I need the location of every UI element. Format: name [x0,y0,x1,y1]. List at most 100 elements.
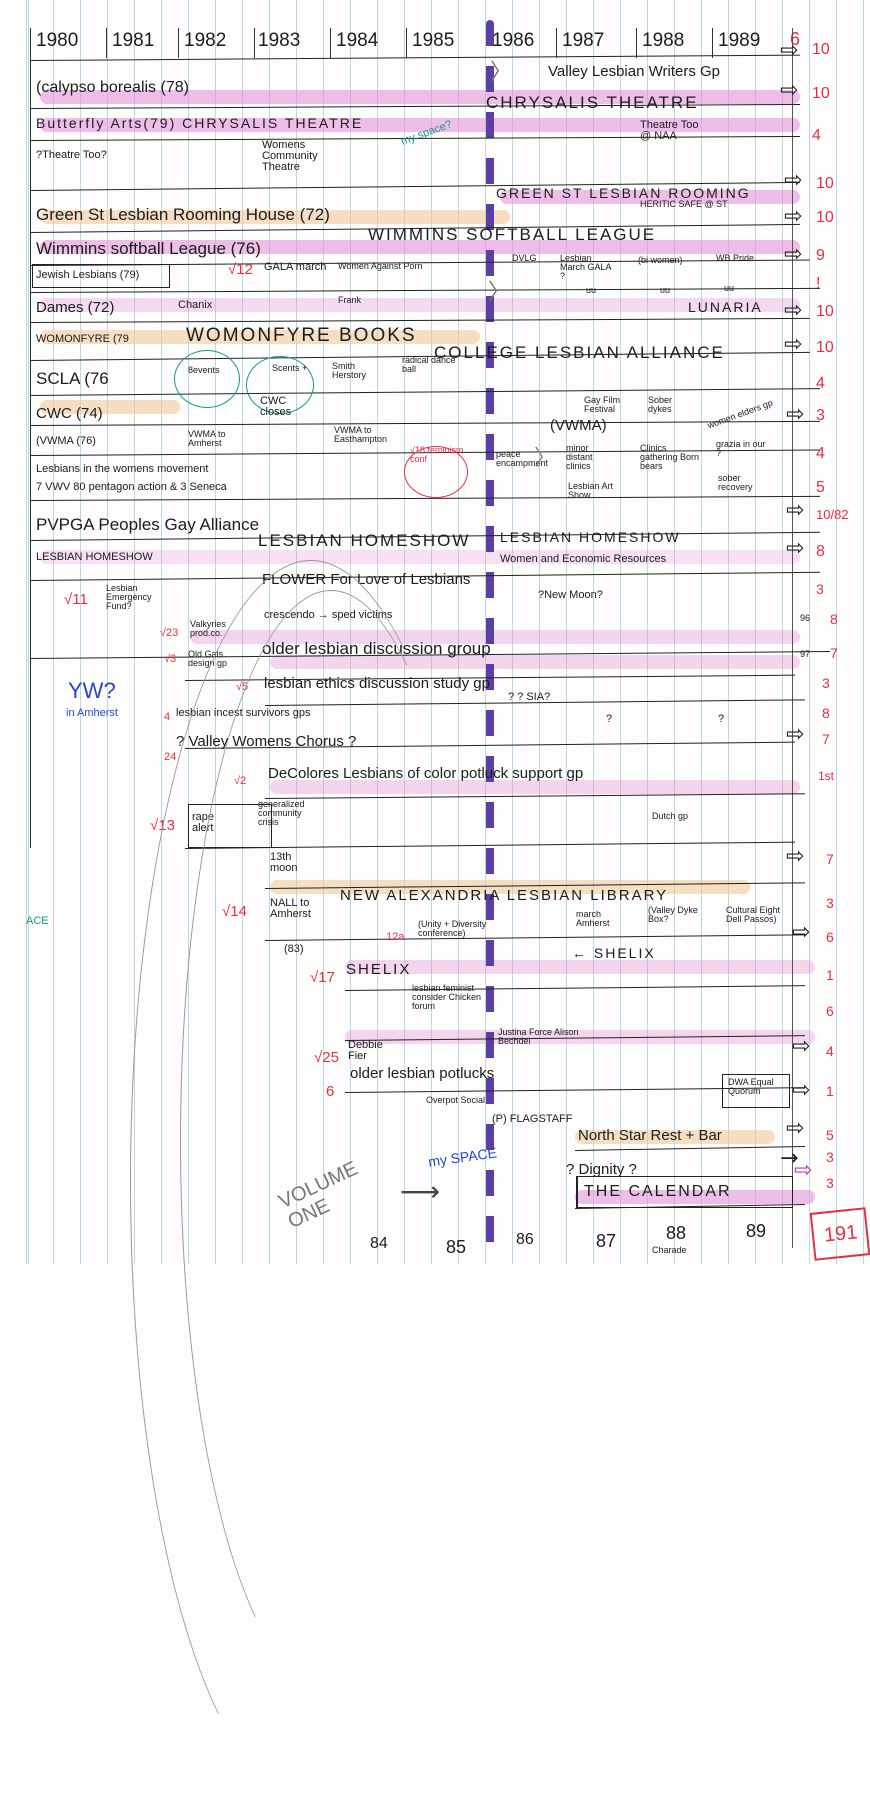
year-1985: 1985 [412,30,455,51]
row4-label: Green St Lesbian Rooming House (72) [36,205,330,224]
row10-later2: Sober dykes [648,395,673,414]
row6-mid1: GALA march [264,261,327,273]
row18-count: 7 [830,645,838,661]
row1-count: 10 [812,41,830,58]
row9-label: SCLA (76 [36,369,109,388]
tick [254,28,255,58]
row1-later: Valley Lesbian Writers Gp [548,63,721,80]
row32-count: 3 [826,1149,834,1165]
row6-later1: DVLG [512,253,537,263]
row27-count: 1 [826,967,834,983]
row2-count: 10 [812,85,830,102]
row16-label: Lesbian Emergency Fund? [106,583,152,611]
highlight [40,550,800,564]
total-count: 191 [822,1221,859,1247]
row12-red: √18 feminism conf [410,445,464,464]
row30-count: 1 [826,1083,834,1099]
row12-mid: peace encampment [496,449,549,468]
row5-count: 10 [816,209,834,226]
box [576,1176,793,1208]
row28-count: 6 [826,1003,834,1019]
row4-count: 10 [816,175,834,192]
row20-count: 8 [822,705,830,721]
arrow-right-icon: ⇨ [784,242,803,267]
row7-count: 10 [816,303,834,320]
row26-later2: (Valley Dyke Box? [648,905,698,924]
row26-later1: march Amherst [576,909,610,928]
pencil-curve [130,560,492,1802]
highlight [40,400,180,414]
row30-later: DWA Equal Quorum [728,1077,774,1096]
row29-later: Justina Force Alison Bechdel [498,1027,579,1046]
tick [178,28,179,58]
row15-label: LESBIAN HOMESHOW [36,551,153,563]
row26-count: 6 [826,929,834,945]
bottom-year-89: 89 [746,1221,767,1241]
year-1982: 1982 [184,30,227,51]
row33-count: 3 [826,1175,834,1191]
circle-annotation [404,446,468,498]
highlight [40,118,800,132]
bottom-year-87: 87 [596,1231,617,1251]
row13-later2: sober recovery [718,473,753,492]
arrow-right-icon: ⇨ [784,168,803,193]
row7-mid: Chanix [178,299,213,311]
row5-label: Wimmins softball League (76) [36,239,261,258]
row24-count: 7 [826,851,834,867]
row21-check: 24 [164,751,177,763]
margin-note-space: ACE [26,915,49,927]
row6-count: 9 [816,247,825,264]
row6-later4: WB Pride [716,253,755,263]
row17-count: 8 [830,611,838,627]
arrow-right-icon: → [780,1146,799,1171]
highlight [575,1190,815,1204]
row27-later: ← SHELIX [572,945,656,961]
tick [712,28,713,58]
total-box: 191 [809,1207,870,1261]
tick-end [792,28,793,1248]
row12-count: 4 [816,445,825,462]
row32-label: ? Dignity ? [566,1161,637,1178]
row10-label: CWC (74) [36,405,103,422]
highlight [575,1130,775,1144]
arrow-right-icon: ⇨ [786,498,805,523]
row15-later: LESBIAN HOMESHOW [500,529,681,545]
row14-label: PVPGA Peoples Gay Alliance [36,515,260,534]
row9-c1: 8events [188,365,220,375]
row19-count: 3 [822,675,830,691]
row9-mid2: radical dance ball [402,355,456,374]
margin-line [28,0,29,1264]
row15-mid: LESBIAN HOMESHOW [258,531,471,550]
row11-label: (VWMA (76) [36,435,96,447]
q-mark: ? [718,713,725,725]
row21-count: 7 [822,731,830,747]
pencil-curve [180,590,482,1692]
margin-note-yw2: in Amherst [66,707,118,719]
arrow-right-icon: ⇨ [792,1078,811,1103]
row31-later: North Star Rest + Bar [578,1127,722,1144]
row3-mid: Womens Community Theatre [262,139,318,173]
row18-label: Old Gals design gp [188,649,228,668]
row9-c2: Scents + [272,363,308,373]
year-1989: 1989 [718,30,761,51]
row11-mid2: VWMA to Easthampton [334,425,388,444]
bottom-note: Charade [652,1245,687,1255]
box [32,264,170,288]
year-1988: 1988 [642,30,685,51]
year-1984: 1984 [336,30,379,51]
bottom-year-88: 88 [666,1223,687,1243]
row22-count: 1st [818,769,835,783]
row7-label: Dames (72) [36,299,115,316]
row6-mid2: Women Against Porn [338,261,423,271]
row16-later2: ?New Moon? [538,589,603,601]
row12-label: Lesbians in the womens movement [36,463,209,475]
row9-later: COLLEGE LESBIAN ALLIANCE [434,343,725,362]
row23-later: Dutch gp [652,811,689,821]
row16-count: 3 [816,581,824,597]
row18-check: √3 [164,653,177,665]
row11-count: 3 [816,407,825,424]
tick [106,28,107,58]
row9-mid1: Smith Herstory [332,361,367,380]
arrow-right-icon: ⇨ [792,1034,811,1059]
arrow-right-icon: ⇨ [786,722,805,747]
